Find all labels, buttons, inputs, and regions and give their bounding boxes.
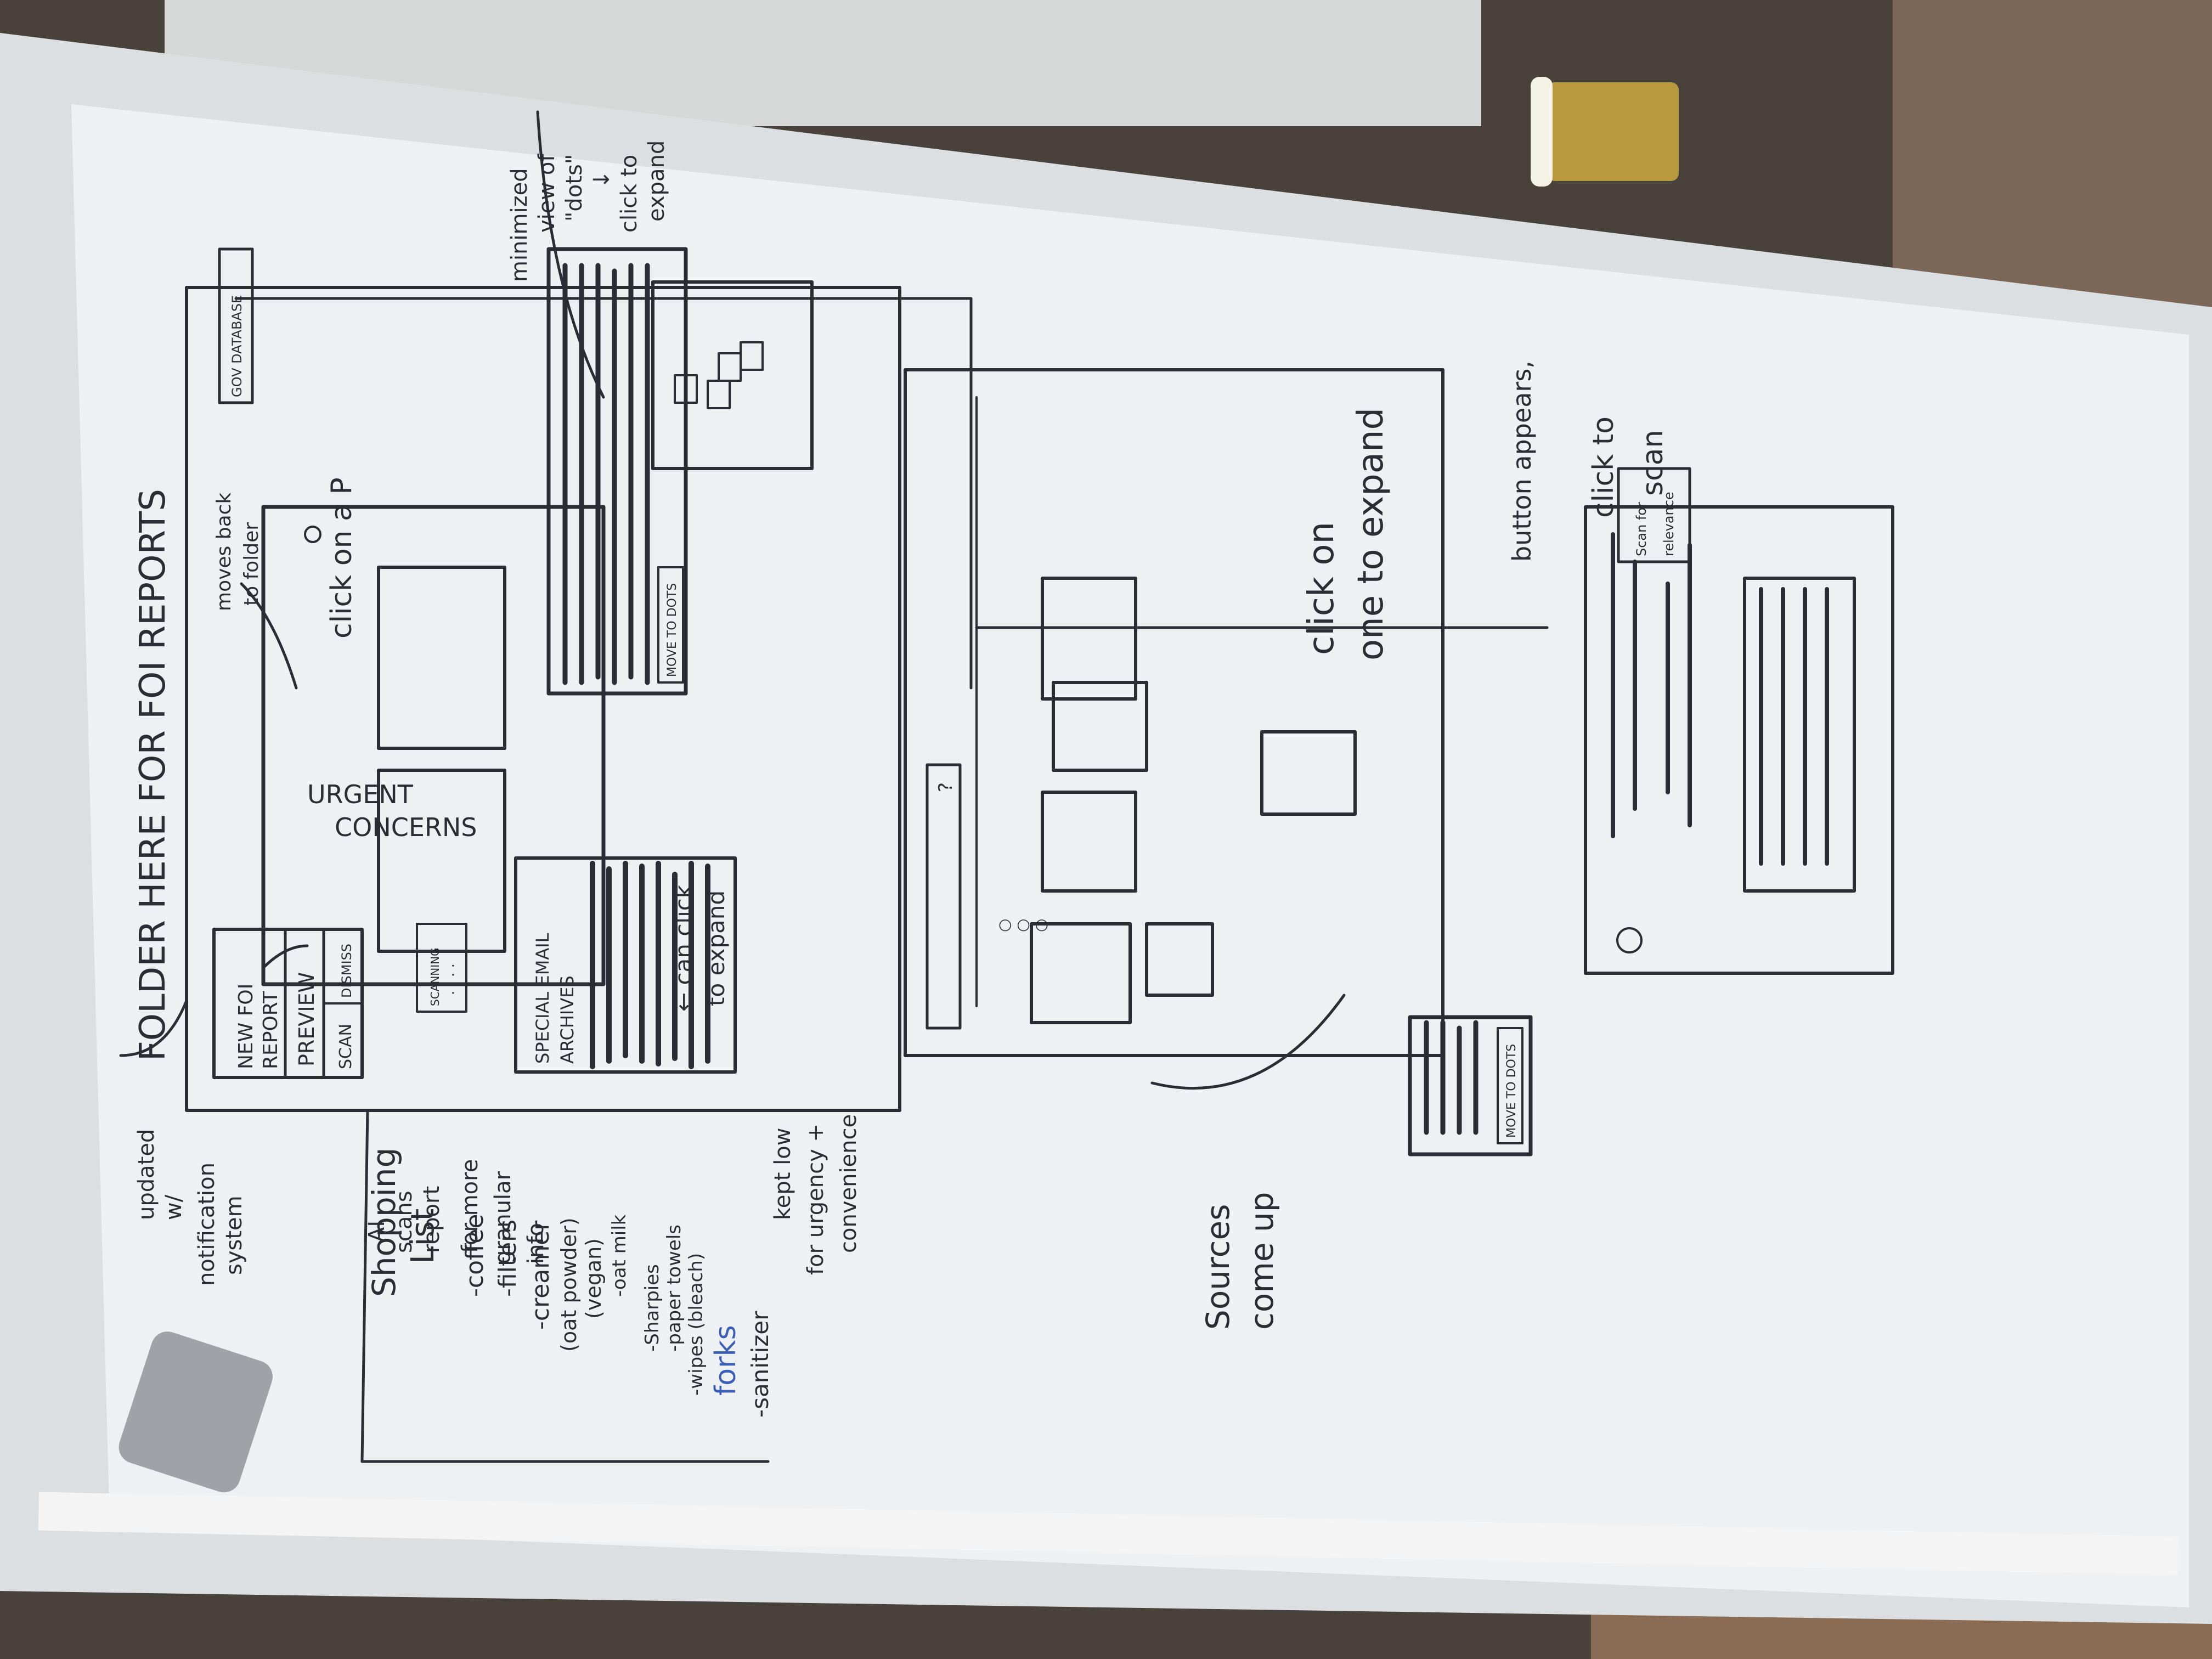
svg-text:come up: come up (1243, 1192, 1280, 1330)
main-frame (185, 286, 901, 1112)
shopping-item: -wipes (bleach) (685, 1253, 707, 1396)
svg-text:scan: scan (1637, 430, 1669, 496)
report-detail-card: MOVE TO DOTS (546, 247, 688, 696)
urgent-concerns-card: URGENT CONCERNS (261, 505, 606, 986)
move-to-dots-button-1[interactable]: MOVE TO DOTS (665, 583, 679, 677)
svg-text:to folder: to folder (240, 522, 263, 606)
arrow-moves-back (240, 582, 309, 969)
svg-text:CONCERNS: CONCERNS (335, 812, 477, 842)
document-preview-card (1584, 505, 1894, 975)
scan-for-relevance-button[interactable]: Scan for relevance (1617, 467, 1691, 563)
svg-text:expand: expand (644, 140, 669, 222)
svg-text:view of: view of (534, 154, 560, 233)
svg-text:GOV DATABASE: GOV DATABASE (229, 295, 245, 397)
move-to-dots-button-2[interactable]: MOVE TO DOTS (1505, 1044, 1519, 1138)
svg-text:info: info (523, 1223, 549, 1264)
svg-text:SCANNING: SCANNING (428, 947, 442, 1006)
note-kept-low: kept low for urgency + convenience (770, 1114, 861, 1275)
new-report-title-2: REPORT (259, 991, 282, 1069)
search-icon[interactable]: ? (935, 782, 957, 792)
shopping-item: forks (709, 1325, 742, 1396)
shopping-list: Shopping List -coffee -filters -creamer … (360, 1109, 774, 1463)
arrow-sources (1150, 994, 1346, 1090)
note-minimized: minimized view of "dots" ↓ click to expa… (507, 140, 669, 282)
svg-text:minimized: minimized (507, 168, 532, 282)
note-click-on-a-p: click on a P (325, 477, 358, 639)
svg-text:moves back: moves back (213, 493, 235, 611)
shopping-item: -Sharpies (641, 1264, 663, 1352)
eraser-icon (119, 1331, 273, 1493)
shopping-item: -coffee (461, 1214, 489, 1297)
scanning-pill: SCANNING · · · · (416, 923, 467, 1013)
note-moves-back: moves back to folder (213, 493, 263, 611)
svg-text:· · · ·: · · · · (445, 963, 462, 995)
sources-card: MOVE TO DOTS (1408, 1015, 1533, 1156)
shopping-list-title-1: Shopping (365, 1148, 403, 1297)
shopping-item: (vegan) (582, 1238, 606, 1319)
arrow-outer (234, 297, 973, 690)
expanded-dots-frame: ? ○ ○ ○ (904, 368, 1444, 1057)
svg-text:relevance: relevance (1661, 492, 1677, 556)
svg-text:ARCHIVES: ARCHIVES (557, 975, 578, 1064)
special-email-archives-card: SPECIAL EMAIL ARCHIVES (514, 856, 737, 1074)
svg-text:kept low: kept low (770, 1128, 795, 1220)
svg-text:one to expand: one to expand (1351, 408, 1391, 661)
note-folder-here: FOLDER HERE FOR FOI REPORTS (133, 489, 173, 1061)
shopping-item: -paper towels (663, 1224, 685, 1352)
svg-text:notification: notification (194, 1163, 219, 1286)
svg-text:← can click: ← can click (670, 884, 697, 1012)
svg-text:URGENT: URGENT (307, 780, 414, 809)
new-report-title-1: NEW FOI (235, 984, 257, 1069)
coffee-cup-icon (1531, 77, 1679, 187)
svg-text:granular: granular (490, 1171, 516, 1264)
shopping-list-title-2: List (404, 1209, 441, 1264)
note-ai-scans: AI scans report for more granular info (364, 1159, 549, 1264)
svg-text:↓: ↓ (589, 170, 614, 189)
svg-text:SPECIAL EMAIL: SPECIAL EMAIL (532, 933, 553, 1064)
note-button-appears: button appears, (1507, 360, 1537, 562)
arrow-folder (119, 999, 188, 1057)
svg-text:convenience: convenience (836, 1114, 861, 1253)
svg-text:"dots": "dots" (562, 154, 587, 222)
svg-text:click to: click to (617, 155, 642, 233)
minimized-dots-box (651, 280, 814, 470)
preview-button[interactable]: PREVIEW (295, 972, 319, 1066)
new-foi-report-card: NEW FOI REPORT PREVIEW SCAN DISMISS (212, 928, 364, 1079)
svg-text:updated: updated (134, 1129, 159, 1220)
carpet (1893, 0, 2212, 307)
svg-text:Sources: Sources (1199, 1204, 1237, 1330)
note-sources-come-up: Sources come up (1199, 1192, 1280, 1330)
svg-text:for urgency +: for urgency + (803, 1124, 828, 1275)
shopping-item: -creamer (527, 1220, 555, 1330)
svg-text:AI: AI (364, 1221, 390, 1242)
svg-text:to expand: to expand (703, 890, 730, 1006)
scan-button[interactable]: SCAN (336, 1024, 356, 1069)
svg-text:FOLDER HERE FOR FOI REPORTS: FOLDER HERE FOR FOI REPORTS (133, 489, 173, 1061)
dismiss-button[interactable]: DISMISS (339, 944, 354, 998)
svg-text:Scan for: Scan for (1634, 502, 1649, 556)
note-click-on-one: click on one to expand (1301, 408, 1391, 661)
svg-text:w/: w/ (161, 1194, 187, 1220)
note-click-to-scan: click to scan (1587, 416, 1669, 518)
shopping-item: -oat milk (608, 1214, 630, 1297)
svg-text:scans: scans (392, 1190, 417, 1253)
arrow-minimized (536, 110, 605, 399)
gov-database-chip: GOV DATABASE (218, 247, 254, 404)
shopping-item: -filters (494, 1220, 522, 1297)
svg-text:system: system (222, 1195, 247, 1275)
marker-tray (38, 1492, 2179, 1576)
svg-text:click to: click to (1587, 416, 1620, 518)
shopping-item: -sanitizer (747, 1311, 774, 1418)
svg-text:click on: click on (1301, 522, 1342, 655)
svg-text:report: report (419, 1186, 444, 1253)
note-updated-notification: updated w/ notification system (134, 1129, 247, 1286)
note-can-click: ← can click to expand (670, 884, 730, 1012)
svg-text:for more: for more (458, 1159, 483, 1253)
shopping-item: (oat powder) (557, 1217, 581, 1352)
whiteboard-surface (71, 104, 2189, 1607)
